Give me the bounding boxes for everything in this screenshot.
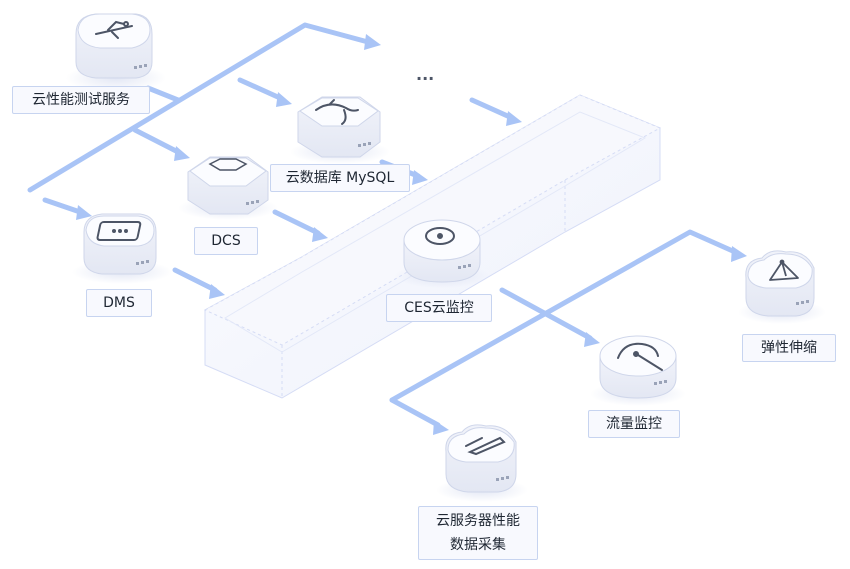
arrowhead-mysql [276, 92, 292, 107]
arrowhead-collect [433, 420, 449, 435]
label-perf-test[interactable]: 云性能测试服务 [12, 86, 150, 114]
hexagon-icon [208, 158, 248, 171]
arrowhead-traffic [584, 332, 600, 347]
connector-dcs-out [272, 209, 321, 236]
arrowhead-more [506, 111, 522, 126]
arrowhead-dcs-out [312, 227, 328, 242]
label-collect-line1: 云服务器性能 [436, 513, 520, 529]
connector-dms-out [172, 267, 218, 293]
label-dcs-text: DCS [211, 233, 241, 249]
label-mysql-text: 云数据库 MySQL [285, 170, 395, 186]
gauge-icon [425, 227, 455, 245]
node-ces[interactable] [394, 219, 490, 288]
label-dcs[interactable]: DCS [194, 227, 258, 255]
label-autoscale[interactable]: 弹性伸缩 [742, 334, 836, 362]
dolphin-icon [315, 99, 359, 125]
connector-to-autoscale [389, 229, 738, 403]
connector-perf-out [145, 85, 181, 103]
label-ces-text: CES云监控 [404, 300, 474, 316]
arrowhead-main [364, 34, 381, 50]
arrowhead-dms-out [209, 284, 225, 299]
node-autoscale[interactable] [738, 250, 826, 324]
label-mysql[interactable]: 云数据库 MySQL [270, 164, 410, 192]
connector-to-collect [389, 397, 441, 428]
label-perf-test-text: 云性能测试服务 [32, 92, 130, 108]
scale-triangle-icon [769, 259, 799, 281]
dial-icon [617, 342, 663, 371]
connector-more-out [469, 97, 515, 121]
node-dcs[interactable] [178, 156, 278, 220]
label-traffic-text: 流量监控 [606, 416, 662, 432]
connector-to-dcs [132, 127, 181, 155]
label-autoscale-text: 弹性伸缩 [761, 340, 817, 356]
connector-arrowheads [76, 34, 747, 435]
arrowhead-autoscale [731, 246, 747, 262]
node-collect[interactable] [436, 424, 528, 502]
label-ces[interactable]: CES云监控 [386, 294, 492, 322]
more-indicator: ... [416, 65, 434, 84]
usb-icon [95, 20, 133, 39]
label-collect-line2: 数据采集 [450, 537, 506, 553]
node-traffic[interactable] [590, 335, 686, 406]
node-perf-test[interactable] [66, 13, 166, 92]
arrowhead-dcs [174, 146, 190, 161]
node-dms[interactable] [72, 213, 172, 284]
label-traffic[interactable]: 流量监控 [588, 410, 680, 438]
label-collect[interactable]: 云服务器性能 数据采集 [418, 506, 538, 560]
connector-to-mysql [237, 77, 283, 101]
label-dms[interactable]: DMS [86, 289, 152, 317]
message-box-icon [96, 221, 142, 241]
connector-main-trunk [27, 22, 371, 193]
pen-icon [465, 436, 506, 456]
node-mysql[interactable] [290, 96, 390, 164]
arrowhead-mysql-out [412, 170, 428, 185]
connector-to-dms [42, 197, 83, 215]
label-dms-text: DMS [103, 295, 135, 311]
arrowhead-dms [76, 205, 92, 220]
